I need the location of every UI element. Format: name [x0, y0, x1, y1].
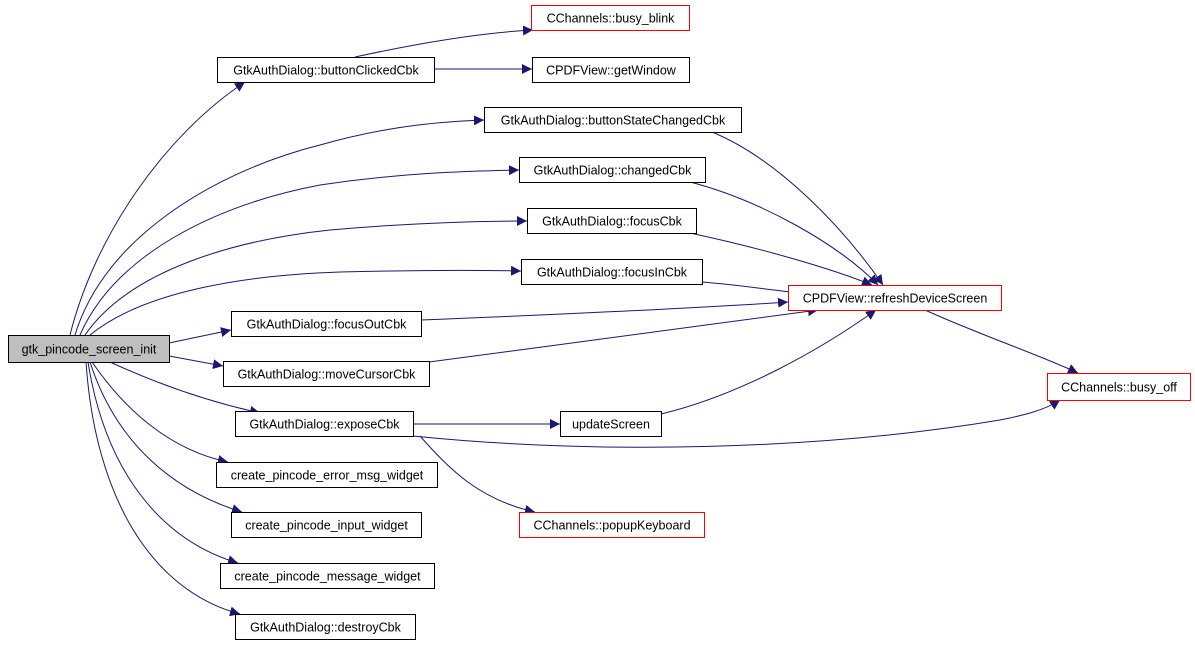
node-label: CChannels::busy_off	[1061, 381, 1177, 395]
node-label: CPDFView::refreshDeviceScreen	[803, 292, 988, 306]
node-moveCursorCbk[interactable]: GtkAuthDialog::moveCursorCbk	[223, 361, 430, 387]
node-label: GtkAuthDialog::focusOutCbk	[247, 318, 408, 332]
edge-buttonStateChangedCbk-to-refreshDeviceScreen	[711, 131, 884, 286]
edge-gtk-pincode-screen-init-to-exposeCbk	[109, 361, 261, 416]
node-buttonClickedCbk[interactable]: GtkAuthDialog::buttonClickedCbk	[217, 57, 435, 83]
edge-gtk-pincode-screen-init-to-create-pincode-input-widget	[89, 361, 243, 514]
node-box	[788, 285, 1002, 311]
node-buttonStateChangedCbk[interactable]: GtkAuthDialog::buttonStateChangedCbk	[484, 107, 742, 133]
node-label: gtk_pincode_screen_init	[22, 343, 157, 357]
edge-gtk-pincode-screen-init-to-focusInCbk	[89, 265, 522, 336]
node-focusCbk[interactable]: GtkAuthDialog::focusCbk	[527, 208, 697, 234]
node-box	[532, 57, 690, 83]
edge-gtk-pincode-screen-init-to-buttonStateChangedCbk	[74, 115, 485, 336]
node-destroyCbk[interactable]: GtkAuthDialog::destroyCbk	[235, 614, 416, 640]
node-label: CChannels::busy_blink	[547, 12, 676, 26]
edge-focusInCbk-to-refreshDeviceScreen	[701, 281, 801, 297]
edge-moveCursorCbk-to-refreshDeviceScreen	[428, 306, 819, 363]
node-box	[560, 411, 662, 437]
node-busy-blink[interactable]: CChannels::busy_blink	[531, 5, 690, 31]
edge-gtk-pincode-screen-init-to-moveCursorCbk	[168, 355, 224, 370]
edge-gtk-pincode-screen-init-to-create-pincode-error-msg-widget	[91, 361, 229, 465]
node-label: GtkAuthDialog::destroyCbk	[250, 621, 402, 635]
node-updateScreen[interactable]: updateScreen	[560, 411, 662, 437]
node-box	[519, 512, 705, 538]
node-label: GtkAuthDialog::buttonClickedCbk	[233, 64, 419, 78]
edge-gtk-pincode-screen-init-to-buttonClickedCbk	[69, 81, 246, 336]
node-focusInCbk[interactable]: GtkAuthDialog::focusInCbk	[521, 259, 703, 285]
node-create-pincode-error-msg-widget[interactable]: create_pincode_error_msg_widget	[216, 462, 438, 488]
edge-buttonClickedCbk-to-busy-blink	[354, 25, 534, 58]
node-label: GtkAuthDialog::exposeCbk	[249, 418, 400, 432]
edge-focusOutCbk-to-refreshDeviceScreen	[420, 297, 789, 321]
node-getWindow[interactable]: CPDFView::getWindow	[532, 57, 690, 83]
node-box	[216, 462, 438, 488]
node-popupKeyboard[interactable]: CChannels::popupKeyboard	[519, 512, 705, 538]
edge-changedCbk-to-refreshDeviceScreen	[689, 181, 879, 286]
node-exposeCbk[interactable]: GtkAuthDialog::exposeCbk	[235, 411, 414, 437]
node-box	[223, 361, 430, 387]
node-box	[519, 157, 706, 183]
node-box	[8, 335, 170, 363]
node-label: CPDFView::getWindow	[546, 64, 677, 78]
node-box	[531, 5, 690, 31]
edge-updateScreen-to-refreshDeviceScreen	[660, 309, 877, 415]
edge-gtk-pincode-screen-init-to-focusOutCbk	[168, 327, 232, 344]
node-box	[220, 563, 435, 589]
node-box	[484, 107, 742, 133]
node-label: create_pincode_message_widget	[234, 570, 421, 584]
node-create-pincode-message-widget[interactable]: create_pincode_message_widget	[220, 563, 435, 589]
node-label: create_pincode_input_widget	[245, 519, 408, 533]
node-changedCbk[interactable]: GtkAuthDialog::changedCbk	[519, 157, 706, 183]
node-focusOutCbk[interactable]: GtkAuthDialog::focusOutCbk	[231, 311, 422, 337]
node-label: GtkAuthDialog::moveCursorCbk	[238, 368, 417, 382]
node-box	[527, 208, 697, 234]
edge-gtk-pincode-screen-init-to-focusCbk	[84, 216, 528, 336]
node-label: GtkAuthDialog::focusInCbk	[537, 266, 688, 280]
node-label: create_pincode_error_msg_widget	[231, 469, 424, 483]
edges-layer	[69, 25, 1079, 617]
node-box	[231, 512, 422, 538]
edge-gtk-pincode-screen-init-to-changedCbk	[79, 165, 520, 336]
node-gtk-pincode-screen-init[interactable]: gtk_pincode_screen_init	[8, 335, 170, 363]
nodes-layer: gtk_pincode_screen_init GtkAuthDialog::bu…	[8, 5, 1191, 640]
node-box	[1047, 373, 1191, 401]
edge-gtk-pincode-screen-init-to-destroyCbk	[85, 361, 241, 617]
node-box	[235, 614, 416, 640]
node-box	[235, 411, 414, 437]
edge-gtk-pincode-screen-init-to-create-pincode-message-widget	[87, 361, 239, 565]
edge-exposeCbk-to-busy-off	[412, 399, 1061, 448]
node-busy-off[interactable]: CChannels::busy_off	[1047, 373, 1191, 401]
node-label: updateScreen	[572, 418, 650, 432]
edge-refreshDeviceScreen-to-busy-off	[924, 309, 1079, 374]
edge-focusCbk-to-refreshDeviceScreen	[689, 232, 873, 286]
node-refreshDeviceScreen[interactable]: CPDFView::refreshDeviceScreen	[788, 285, 1002, 311]
node-label: GtkAuthDialog::changedCbk	[534, 164, 692, 178]
node-label: GtkAuthDialog::buttonStateChangedCbk	[501, 114, 726, 128]
node-create-pincode-input-widget[interactable]: create_pincode_input_widget	[231, 512, 422, 538]
edge-exposeCbk-to-popupKeyboard	[419, 435, 536, 515]
node-box	[521, 259, 703, 285]
node-box	[231, 311, 422, 337]
node-label: CChannels::popupKeyboard	[533, 519, 690, 533]
node-box	[217, 57, 435, 83]
node-label: GtkAuthDialog::focusCbk	[542, 215, 682, 229]
